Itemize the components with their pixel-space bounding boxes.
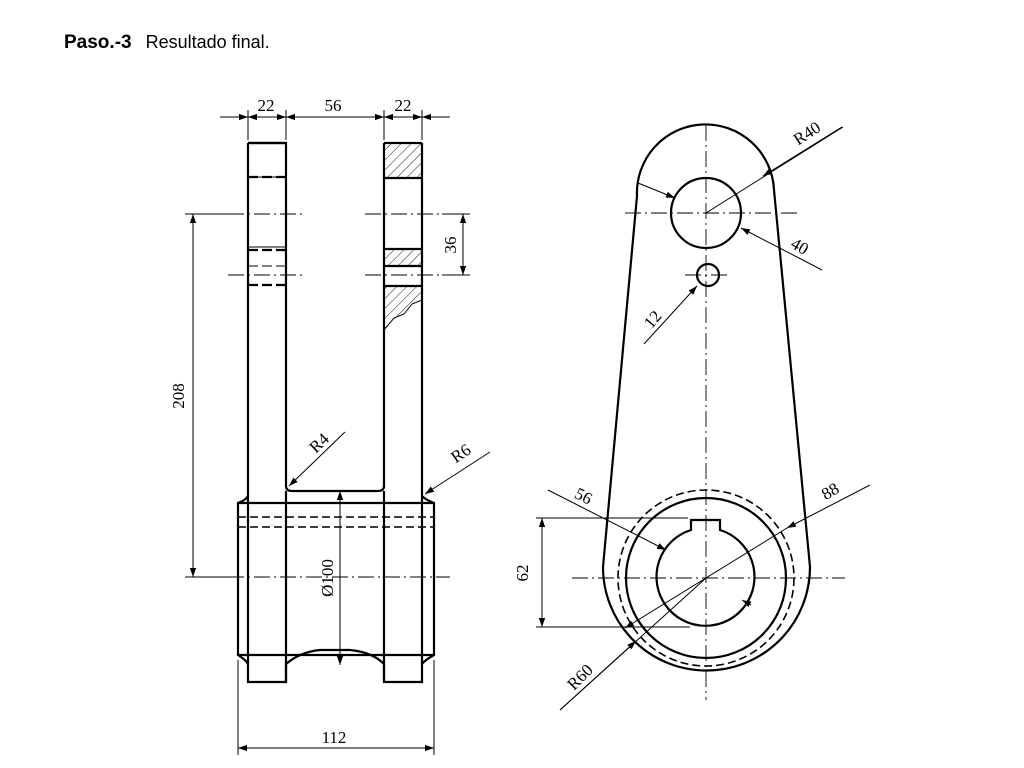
dim-fillet-small: R4 bbox=[305, 429, 333, 457]
dim-right-flange-width: 22 bbox=[395, 96, 412, 115]
dim-left-flange-width: 22 bbox=[258, 96, 275, 115]
dim-small-hole: 12 bbox=[640, 307, 665, 332]
dim-fillet-large: R6 bbox=[447, 440, 474, 467]
dim-outer-circle: 88 bbox=[818, 479, 842, 504]
dim-overall-height: 208 bbox=[169, 383, 188, 409]
dim-bore: 56 bbox=[572, 484, 596, 509]
front-view: 22 56 22 208 36 Ø100 112 R4 R6 bbox=[169, 96, 491, 755]
dim-gap-width: 56 bbox=[325, 96, 342, 115]
dim-hub-length: 112 bbox=[322, 728, 347, 747]
step-subtitle: Resultado final. bbox=[145, 32, 270, 52]
dim-top-radius: R40 bbox=[790, 118, 824, 149]
dim-bottom-radius: R60 bbox=[563, 660, 596, 693]
dim-hole-pitch: 36 bbox=[441, 237, 460, 254]
side-view: R40 40 12 56 88 62 R60 bbox=[513, 118, 871, 711]
page-heading: Paso.-3 Resultado final. bbox=[64, 32, 270, 54]
step-label: Paso.-3 bbox=[64, 32, 132, 53]
right-flange bbox=[382, 141, 424, 496]
left-flange bbox=[246, 141, 288, 496]
dim-hub-diameter: Ø100 bbox=[318, 559, 337, 597]
hub bbox=[236, 485, 436, 684]
dim-keyway-height: 62 bbox=[513, 565, 532, 582]
dim-top-hole: 40 bbox=[788, 234, 812, 259]
